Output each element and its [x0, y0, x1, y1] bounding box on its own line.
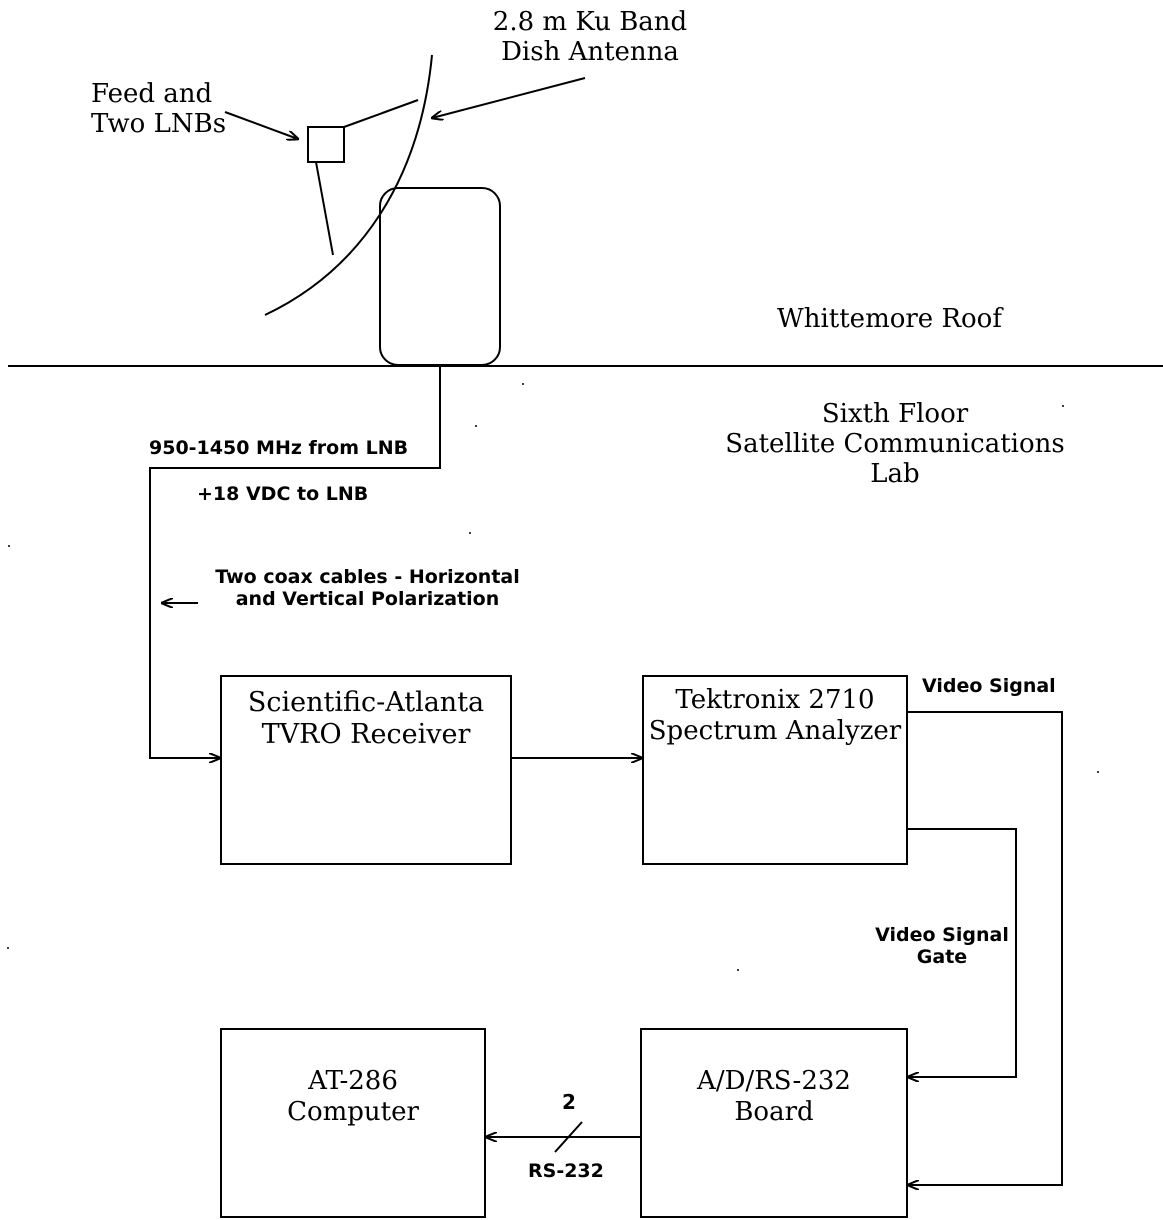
coax-note: Two coax cables - Horizontal and Vertica… [195, 567, 540, 611]
receiver-label-line2: TVRO Receiver [222, 719, 510, 751]
board-label-line2: Board [642, 1097, 906, 1128]
feed-lnb-box [308, 127, 344, 162]
receiver-label-line1: Scientific-Atlanta [222, 687, 510, 719]
analyzer-block: Tektronix 2710 Spectrum Analyzer [642, 675, 908, 865]
lab-label-line3: Lab [700, 460, 1090, 490]
feed-label-line2: Two LNBs [91, 110, 226, 140]
computer-block: AT-286 Computer [220, 1028, 486, 1218]
antenna-title-line2: Dish Antenna [470, 38, 710, 68]
coax-note-line1: Two coax cables - Horizontal [195, 567, 540, 589]
board-block: A/D/RS-232 Board [640, 1028, 908, 1218]
coax-note-line2: and Vertical Polarization [195, 589, 540, 611]
speck [1097, 771, 1099, 773]
bus-width-label: 2 [562, 1091, 576, 1114]
computer-label-line2: Computer [222, 1097, 484, 1128]
speck [469, 532, 471, 534]
lab-label: Sixth Floor Satellite Communications Lab [700, 400, 1090, 490]
board-label: A/D/RS-232 Board [642, 1066, 906, 1128]
speck [7, 947, 9, 949]
analyzer-label-line2: Spectrum Analyzer [644, 716, 906, 747]
feed-pointer-arrow [225, 112, 298, 139]
receiver-label: Scientific-Atlanta TVRO Receiver [222, 687, 510, 752]
speck [522, 383, 524, 385]
analyzer-label: Tektronix 2710 Spectrum Analyzer [644, 685, 906, 747]
bus-name-label: RS-232 [528, 1161, 604, 1183]
feed-strut-upper [344, 100, 418, 127]
lab-label-line1: Sixth Floor [700, 400, 1090, 430]
feed-strut-lower [316, 162, 333, 255]
frequency-label: 950-1450 MHz from LNB [149, 438, 408, 460]
video-gate-label-line1: Video Signal [872, 925, 1012, 947]
dc-power-label: +18 VDC to LNB [197, 484, 368, 506]
feed-label: Feed and Two LNBs [91, 80, 226, 140]
antenna-title-line1: 2.8 m Ku Band [470, 8, 710, 38]
dish-antenna [265, 55, 432, 315]
computer-label-line1: AT-286 [222, 1066, 484, 1097]
antenna-mount [380, 188, 500, 365]
analyzer-label-line1: Tektronix 2710 [644, 685, 906, 716]
speck [737, 969, 739, 971]
roof-label: Whittemore Roof [777, 305, 1002, 335]
feed-label-line1: Feed and [91, 80, 226, 110]
speck [8, 545, 10, 547]
lab-label-line2: Satellite Communications [700, 430, 1090, 460]
video-gate-label-line2: Gate [872, 947, 1012, 969]
receiver-block: Scientific-Atlanta TVRO Receiver [220, 675, 512, 865]
board-label-line1: A/D/RS-232 [642, 1066, 906, 1097]
antenna-title: 2.8 m Ku Band Dish Antenna [470, 8, 710, 68]
video-gate-label: Video Signal Gate [872, 925, 1012, 969]
dish-pointer-arrow [432, 78, 585, 118]
video-signal-label: Video Signal [922, 676, 1056, 698]
speck [475, 425, 477, 427]
computer-label: AT-286 Computer [222, 1066, 484, 1128]
